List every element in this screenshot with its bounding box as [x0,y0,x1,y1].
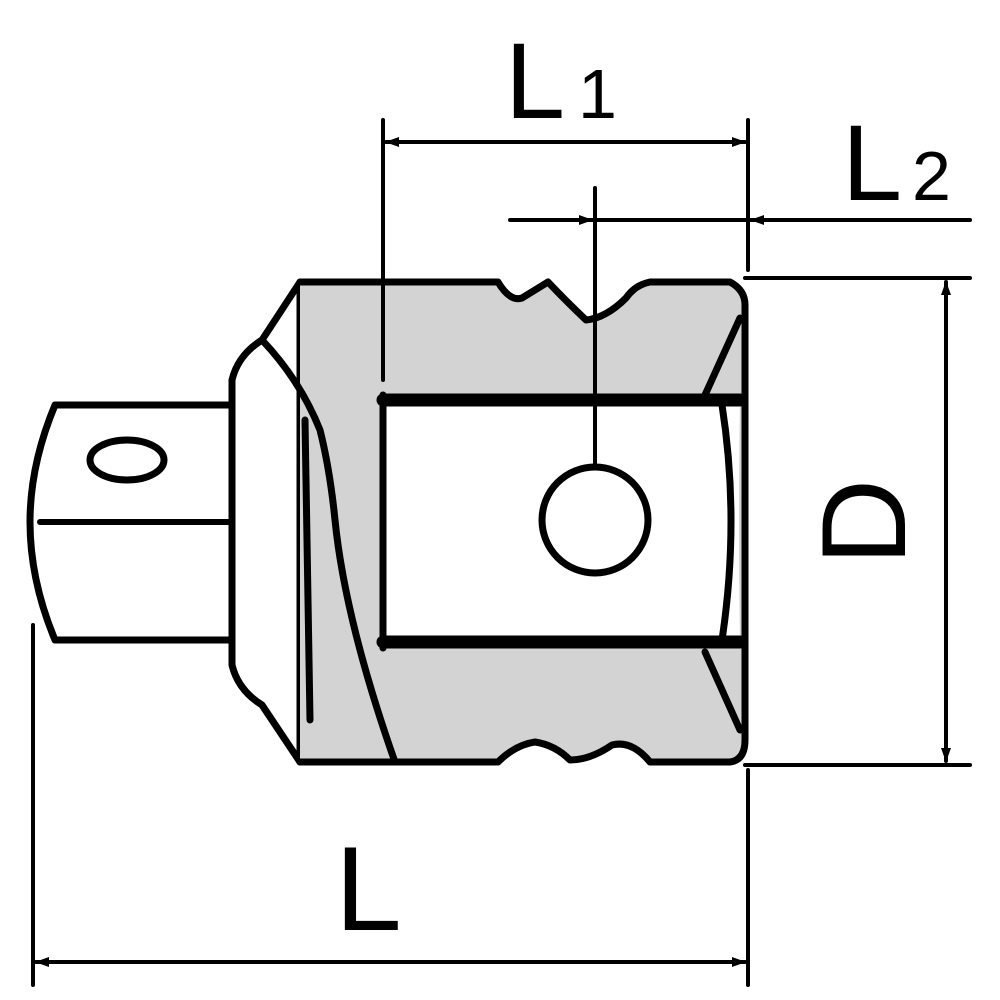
square-drive [26,401,236,644]
body-taper-top [701,314,744,399]
body-taper-bottom [701,648,744,734]
label-l1-main: L [505,20,565,141]
label-l: L [335,822,402,956]
drive-outline [26,401,236,644]
body-outline [296,278,749,766]
collar [228,278,304,766]
socket-entry-curve [718,401,735,644]
socket-opening-fill [383,395,740,648]
label-l2-main: L [842,102,902,223]
dimension-lines [31,118,972,987]
drive-ball-detent [86,436,168,484]
label-d: D [797,479,931,566]
socket-opening [376,391,747,652]
label-l2-sub: 2 [912,137,951,215]
body-chamfer-line [301,416,314,724]
label-l1-sub: 1 [578,55,617,133]
body-chamfer-curve [258,336,399,766]
dimension-labels: L 1 L 2 D L [335,20,951,956]
